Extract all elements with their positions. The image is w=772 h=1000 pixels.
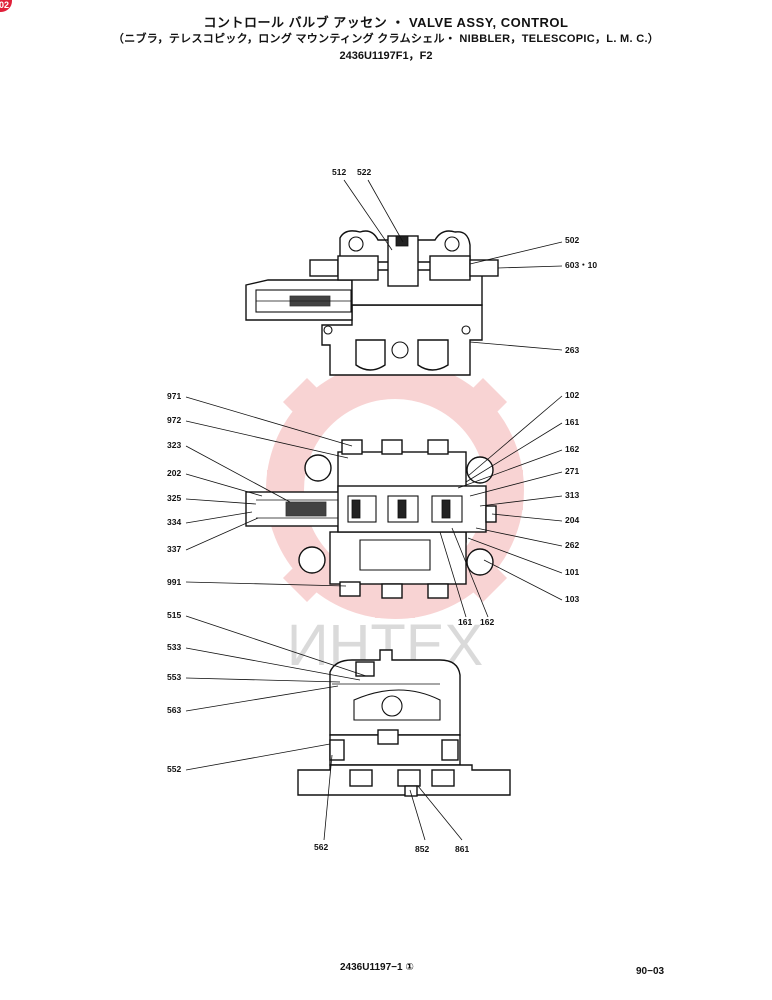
part-label: 103 bbox=[565, 594, 579, 604]
part-label: 502 bbox=[565, 235, 579, 245]
part-label: 162 bbox=[565, 444, 579, 454]
part-label: 263 bbox=[565, 345, 579, 355]
part-label: 861 bbox=[455, 844, 469, 854]
part-label: 603・10 bbox=[565, 260, 597, 270]
part-label: 313 bbox=[565, 490, 579, 500]
part-label: 271 bbox=[565, 466, 579, 476]
part-label: 262 bbox=[565, 540, 579, 550]
part-label: 102 bbox=[565, 390, 579, 400]
part-label: 202 bbox=[167, 468, 181, 478]
part-label: 562 bbox=[314, 842, 328, 852]
drawing-number: 2436U1197−1 ① bbox=[340, 962, 414, 973]
part-labels: 512 522 502 603・10 263 971 972 323 202 3… bbox=[167, 167, 597, 854]
part-label: 325 bbox=[167, 493, 181, 503]
part-label: 991 bbox=[167, 577, 181, 587]
leader-lines bbox=[185, 179, 563, 841]
part-label: 533 bbox=[167, 642, 181, 652]
part-label: 553 bbox=[167, 672, 181, 682]
part-label: 334 bbox=[167, 517, 181, 527]
part-label: 563 bbox=[167, 705, 181, 715]
drawing-title: コントロール バルブ アッセン ・ VALVE ASSY, CONTROL bbox=[203, 15, 569, 30]
part-label: 972 bbox=[167, 415, 181, 425]
part-label: 161 bbox=[458, 617, 472, 627]
part-label: 101 bbox=[565, 567, 579, 577]
part-label: 161 bbox=[565, 417, 579, 427]
model-number: 2436U1197F1，F2 bbox=[339, 50, 433, 62]
part-label: 552 bbox=[167, 764, 181, 774]
drawing-subtitle: （ニブラ，テレスコピック，ロング マウンティング クラムシェル・ NIBBLER… bbox=[112, 33, 660, 45]
middle-view bbox=[245, 439, 497, 599]
page-number: 90−03 bbox=[636, 966, 665, 977]
part-label: 337 bbox=[167, 544, 181, 554]
bottom-view bbox=[297, 649, 511, 797]
part-label: 323 bbox=[167, 440, 181, 450]
part-label: 204 bbox=[565, 515, 579, 525]
top-view bbox=[245, 230, 499, 376]
part-label: 852 bbox=[415, 844, 429, 854]
part-label: 515 bbox=[167, 610, 181, 620]
part-label: 512 bbox=[332, 167, 346, 177]
part-label: 162 bbox=[480, 617, 494, 627]
part-label: 971 bbox=[167, 391, 181, 401]
part-label: 522 bbox=[357, 167, 371, 177]
